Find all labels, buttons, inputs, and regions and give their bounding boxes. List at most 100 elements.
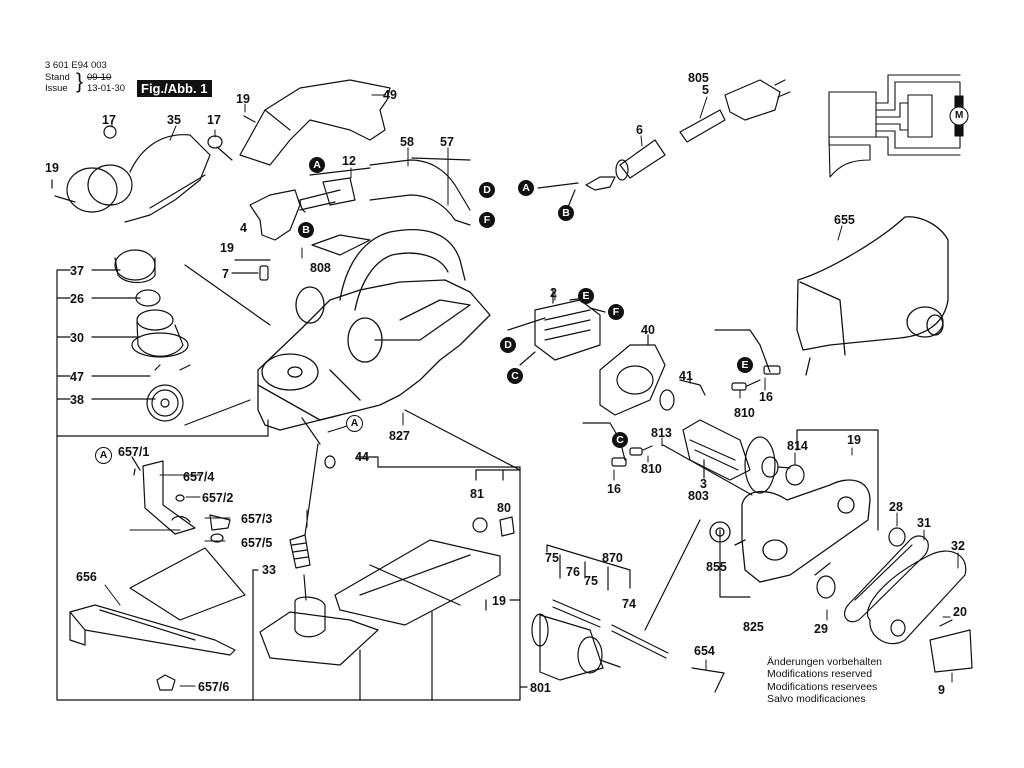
part-label-657-4: 657/4	[183, 470, 215, 484]
part-label-44: 44	[355, 450, 369, 464]
document-number: 3 601 E94 003	[45, 60, 107, 71]
handle-cover	[239, 79, 391, 166]
connector-marker-a-housing: A	[346, 415, 363, 432]
part-label-801: 801	[530, 681, 551, 695]
planer-housing	[257, 229, 491, 431]
part-label-35: 35	[167, 113, 181, 127]
part-label-58: 58	[400, 135, 414, 149]
leader-bracket-knob-group	[56, 269, 528, 701]
figure-label: Fig./Abb. 1	[137, 80, 213, 97]
part-label-810: 810	[734, 406, 755, 420]
part-label-80: 80	[497, 501, 511, 515]
part-label-7: 7	[222, 267, 229, 281]
part-label-19: 19	[236, 92, 250, 106]
connector-marker-c-brush: C	[612, 432, 628, 448]
notice-line-en: Modifications reserved	[767, 668, 873, 681]
connector-marker-e-stator: E	[578, 288, 594, 304]
part-label-75: 75	[545, 551, 559, 565]
part-label-19: 19	[847, 433, 861, 447]
part-label-805: 805	[688, 71, 709, 85]
part-label-30: 30	[70, 331, 84, 345]
part-label-76: 76	[566, 565, 580, 579]
part-label-656: 656	[76, 570, 97, 584]
part-label-813: 813	[651, 426, 672, 440]
dust-bag	[796, 216, 949, 376]
connector-marker-b: B	[298, 222, 314, 238]
part-label-19: 19	[220, 241, 234, 255]
part-label-16: 16	[759, 390, 773, 404]
connector-marker-a-guide: A	[95, 447, 112, 464]
wiring-schematic	[828, 74, 969, 178]
part-label-41: 41	[679, 369, 693, 383]
armature	[662, 419, 805, 496]
part-label-12: 12	[342, 154, 356, 168]
issue-value: 13-01-30	[87, 83, 126, 94]
leader-lines	[104, 94, 959, 687]
part-label-20: 20	[953, 605, 967, 619]
part-label-31: 31	[917, 516, 931, 530]
part-label-810: 810	[641, 462, 662, 476]
part-label-4: 4	[240, 221, 247, 235]
part-label-657-2: 657/2	[202, 491, 234, 505]
part-label-827: 827	[389, 429, 410, 443]
notice-line-de: Änderungen vorbehalten	[767, 656, 883, 668]
fan-baffle	[582, 329, 781, 467]
base-plates	[259, 409, 521, 666]
notice-line-es: Salvo modificaciones	[767, 692, 866, 705]
part-label-655: 655	[834, 213, 855, 227]
part-label-825: 825	[743, 620, 764, 634]
part-label-657-6: 657/6	[198, 680, 230, 694]
connector-marker-f: F	[479, 212, 495, 228]
switch-assembly	[231, 157, 471, 281]
gearbox-housing	[709, 479, 871, 583]
part-label-17: 17	[207, 113, 221, 127]
part-label-657-3: 657/3	[241, 512, 273, 526]
part-label-26: 26	[70, 292, 84, 306]
part-label-3: 3	[700, 477, 707, 491]
part-label-6: 6	[636, 123, 643, 137]
part-label-40: 40	[641, 323, 655, 337]
part-label-803: 803	[688, 489, 709, 503]
drive-belt-and-pulleys	[814, 527, 973, 673]
part-label-33: 33	[262, 563, 276, 577]
chip-guard	[51, 125, 233, 223]
part-label-657-5: 657/5	[241, 536, 273, 550]
part-label-870: 870	[602, 551, 623, 565]
part-label-5: 5	[702, 83, 709, 97]
part-label-32: 32	[951, 539, 965, 553]
leader-bracket-gearbox	[719, 429, 879, 598]
part-label-19: 19	[492, 594, 506, 608]
part-label-16: 16	[607, 482, 621, 496]
stand-label: Stand	[45, 72, 70, 83]
depth-knob-stack	[114, 249, 271, 426]
part-label-855: 855	[706, 560, 727, 574]
part-label-57: 57	[440, 135, 454, 149]
part-label-2: 2	[550, 286, 557, 300]
part-label-75: 75	[584, 574, 598, 588]
part-label-74: 74	[622, 597, 636, 611]
field-stator	[507, 289, 606, 366]
part-label-28: 28	[889, 500, 903, 514]
part-label-37: 37	[70, 264, 84, 278]
part-label-81: 81	[470, 487, 484, 501]
issue-label: Issue	[45, 83, 68, 94]
part-label-9: 9	[938, 683, 945, 697]
connector-marker-d: D	[479, 182, 495, 198]
part-label-38: 38	[70, 393, 84, 407]
part-label-47: 47	[70, 370, 84, 384]
part-label-19: 19	[45, 161, 59, 175]
part-label-657-1: 657/1	[118, 445, 150, 459]
part-label-654: 654	[694, 644, 715, 658]
connector-marker-e-brush: E	[737, 357, 753, 373]
notice-line-fr: Modifications reservees	[767, 680, 878, 693]
stand-value: 09-10	[87, 72, 112, 83]
part-label-814: 814	[787, 439, 808, 453]
part-label-49: 49	[383, 88, 397, 102]
part-label-17: 17	[102, 113, 116, 127]
modifications-notice: Änderungen vorbehalten Modifications res…	[767, 656, 882, 705]
connector-marker-b-cord: B	[558, 205, 574, 221]
connector-marker-d-stator: D	[500, 337, 516, 353]
cutter-drum	[531, 519, 725, 693]
